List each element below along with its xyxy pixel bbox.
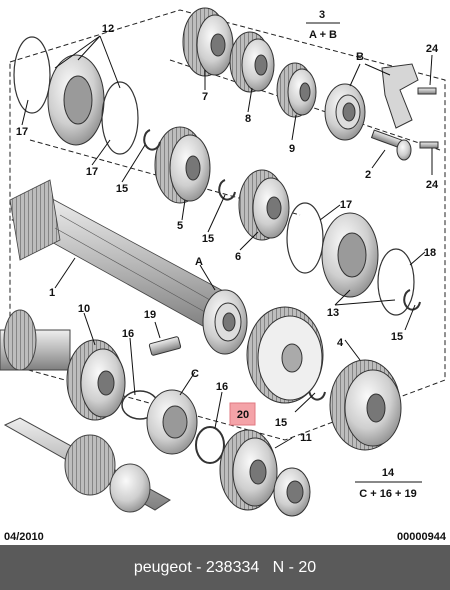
callout-18: 18 xyxy=(424,247,436,259)
callout-19: 19 xyxy=(144,309,156,321)
gear-9 xyxy=(276,62,317,118)
gear-6 xyxy=(238,169,290,241)
gear-5 xyxy=(154,126,211,204)
callout-6: 6 xyxy=(235,251,241,263)
exploded-parts-diagram: 12 17 17 15 7 8 9 3 A + B B 24 24 2 5 15… xyxy=(0,7,447,543)
bearing-b xyxy=(324,83,366,141)
callout-b: B xyxy=(356,51,364,63)
callout-16: 16 xyxy=(216,381,228,393)
callout-15: 15 xyxy=(391,331,403,343)
callout-17: 17 xyxy=(86,166,98,178)
synchro-c xyxy=(146,389,198,455)
callout-c: C xyxy=(191,368,199,380)
date-code: 04/2010 xyxy=(4,531,44,543)
callout-15: 15 xyxy=(275,417,287,429)
callout-15: 15 xyxy=(116,183,128,195)
reference-code: 00000944 xyxy=(397,531,447,543)
highlight-box xyxy=(229,402,256,426)
callout-3-sub: A + B xyxy=(309,29,337,41)
part-number: 238334 xyxy=(205,558,260,576)
snap-ring-20 xyxy=(195,426,225,464)
bearing-a xyxy=(202,289,248,355)
leader-lines xyxy=(21,35,433,449)
callout-16: 16 xyxy=(122,328,134,340)
callout-5: 5 xyxy=(177,220,183,232)
main-shaft xyxy=(9,179,241,331)
callout-17: 17 xyxy=(340,199,352,211)
position-code: N - 20 xyxy=(272,558,317,576)
callout-1: 1 xyxy=(49,287,55,299)
synchro-assembly-13 xyxy=(286,202,415,316)
callout-14-sub: C + 16 + 19 xyxy=(359,488,417,500)
synchro-assembly-12 xyxy=(13,36,139,155)
key-19 xyxy=(148,336,182,356)
callout-12: 12 xyxy=(102,23,114,35)
callout-labels: 12 17 17 15 7 8 9 3 A + B B 24 24 2 5 15… xyxy=(16,9,439,500)
large-gear xyxy=(246,306,324,404)
separator xyxy=(259,559,272,577)
callout-20-highlighted: 20 xyxy=(237,409,249,421)
bolt-2 xyxy=(370,129,412,161)
callout-a: A xyxy=(195,256,203,268)
callout-10: 10 xyxy=(78,303,90,315)
callout-15: 15 xyxy=(202,233,214,245)
callout-24: 24 xyxy=(426,179,439,191)
footer-bar: peugeot - 238334 N - 20 xyxy=(0,545,450,590)
gear-4 xyxy=(329,359,402,451)
brand-name: peugeot xyxy=(133,558,192,576)
callout-13: 13 xyxy=(327,307,339,319)
callout-3: 3 xyxy=(319,9,325,21)
retaining-plate xyxy=(381,63,439,149)
separator: - xyxy=(191,558,206,576)
callout-9: 9 xyxy=(289,143,295,155)
callout-24: 24 xyxy=(426,43,439,55)
callout-14: 14 xyxy=(382,467,395,479)
callout-2: 2 xyxy=(365,169,371,181)
bearing-end xyxy=(273,467,311,517)
secondary-shaft xyxy=(0,309,71,371)
assembled-shaft xyxy=(3,417,171,513)
gear-11 xyxy=(219,429,278,511)
callout-7: 7 xyxy=(202,91,208,103)
callout-8: 8 xyxy=(245,113,251,125)
gear-7 xyxy=(182,7,234,77)
callout-17: 17 xyxy=(16,126,28,138)
gear-8 xyxy=(229,31,275,93)
callout-11: 11 xyxy=(300,432,312,444)
gear-10 xyxy=(66,339,126,421)
callout-4: 4 xyxy=(337,337,344,349)
